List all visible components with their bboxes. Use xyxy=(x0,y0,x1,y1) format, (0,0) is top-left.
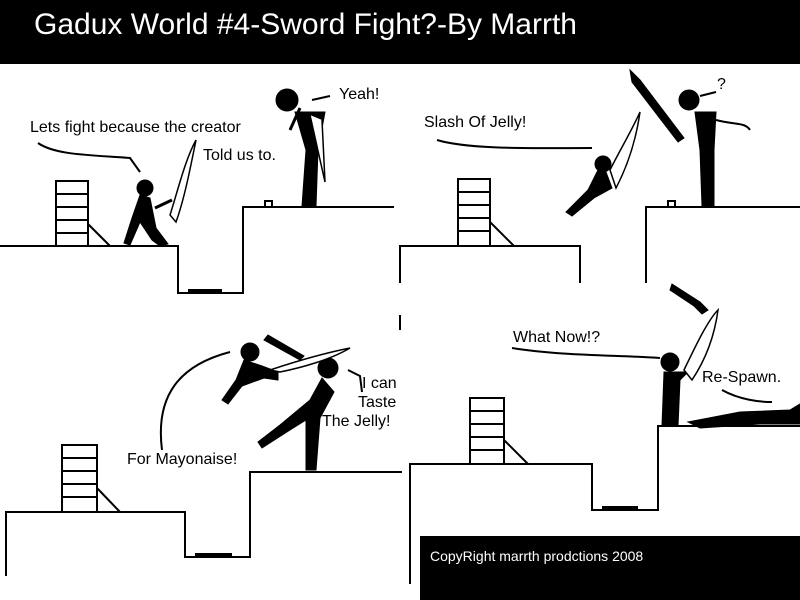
comic-title: Gadux World #4-Sword Fight?-By Marrth xyxy=(34,8,577,41)
character-fallen-figure-panel-4 xyxy=(686,403,800,429)
character-swordsman-panel-4 xyxy=(660,283,720,427)
copyright-box: CopyRight marrth prodctions 2008 xyxy=(420,536,800,600)
character-lunging-figure-panel-3 xyxy=(257,347,351,471)
panel-1-terrain xyxy=(0,95,394,294)
dialogue-for-mayonaise: For Mayonaise! xyxy=(127,451,238,468)
dialogue-told-us-to: Told us to. xyxy=(203,147,276,164)
title-bar: Gadux World #4-Sword Fight?-By Marrth xyxy=(0,0,800,64)
panel-4-terrain xyxy=(409,347,800,584)
dialogue-the-jelly: The Jelly! xyxy=(322,413,391,430)
dialogue-yeah: Yeah! xyxy=(339,86,380,103)
character-swordsman-panel-3 xyxy=(221,334,305,405)
dialogue-re-spawn: Re-Spawn. xyxy=(702,369,782,386)
dialogue-lets-fight: Lets fight because the creator xyxy=(30,119,241,136)
dialogue-i-can: I can xyxy=(362,375,397,392)
character-swordsman-panel-2 xyxy=(565,111,641,217)
panel-2-terrain xyxy=(399,91,800,283)
character-swordsman-panel-1 xyxy=(123,139,197,247)
dialogue-what-now: What Now!? xyxy=(513,329,601,346)
dialogue-taste: Taste xyxy=(358,394,397,411)
character-tall-figure-panel-2 xyxy=(629,68,751,207)
copyright-text: CopyRight marrth prodctions 2008 xyxy=(430,548,644,564)
panel-3-terrain xyxy=(5,315,402,576)
character-tall-figure-panel-1 xyxy=(275,88,326,207)
dialogue-question-mark: ? xyxy=(717,76,726,93)
dialogue-slash-of-jelly: Slash Of Jelly! xyxy=(424,114,527,131)
